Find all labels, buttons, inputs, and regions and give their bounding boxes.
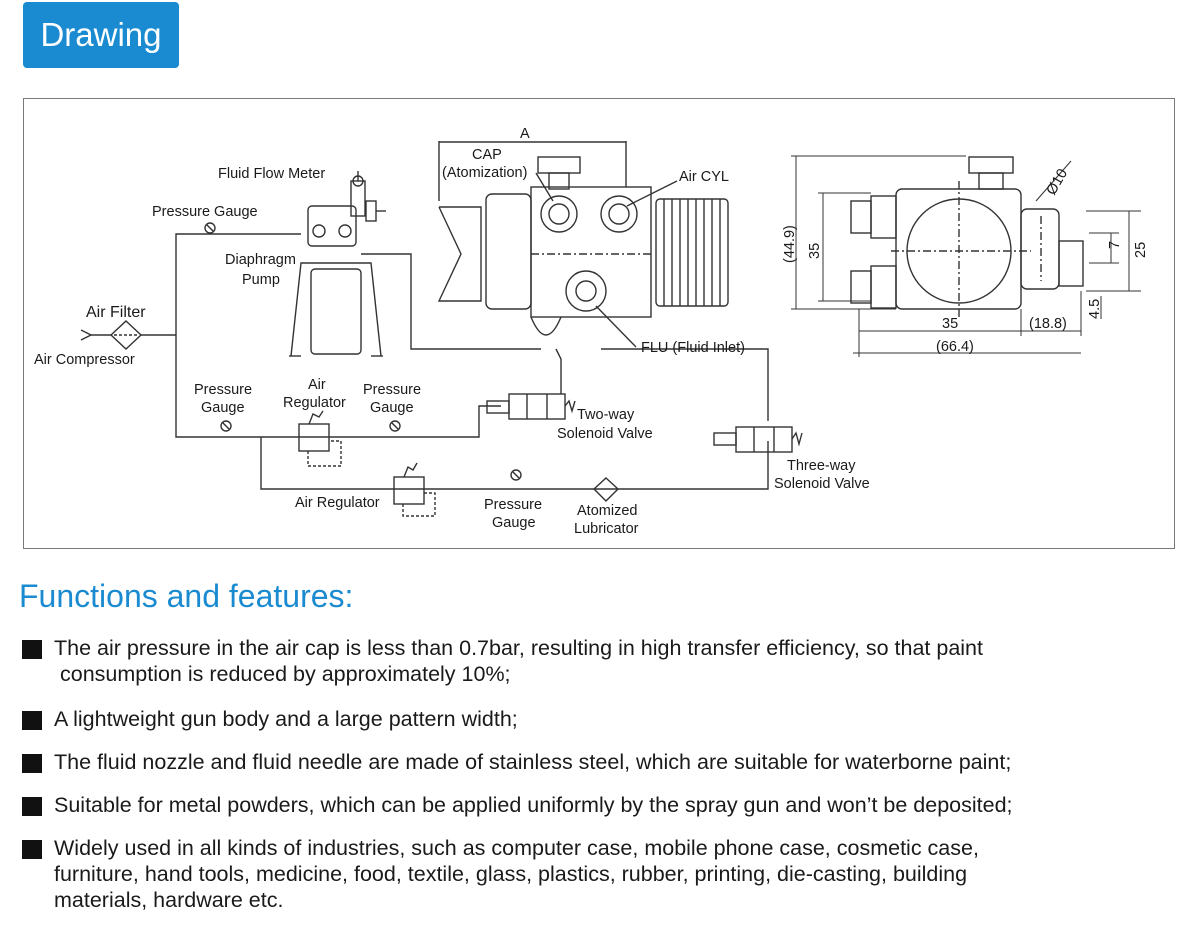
feature-item: Suitable for metal powders, which can be…: [22, 792, 1182, 818]
dim-66-4: (66.4): [936, 339, 974, 355]
pressure-gauge-top-symbol: [204, 222, 216, 234]
label-pressure-gauge-top: Pressure Gauge: [152, 204, 258, 220]
label-diaphragm: Diaphragm: [225, 252, 296, 268]
air-regulator-2-symbol: [393, 476, 425, 505]
dim-35-vertical: 35: [807, 243, 823, 259]
dim-25: 25: [1133, 242, 1149, 258]
label-gauge-2: Gauge: [370, 400, 414, 416]
label-three-way: Three-way: [787, 458, 856, 474]
square-bullet-icon: [22, 840, 42, 859]
label-air-filter: Air Filter: [86, 304, 146, 321]
air-line-branch-1: [260, 437, 769, 490]
label-pressure-1: Pressure: [194, 382, 252, 398]
lubricator-symbol: [592, 477, 620, 502]
square-bullet-icon: [22, 754, 42, 773]
label-two-way: Two-way: [577, 407, 635, 423]
label-atomized: Atomized: [577, 503, 637, 519]
pressure-gauge-1-symbol: [220, 420, 232, 432]
feature-text: The air pressure in the air cap is less …: [54, 636, 983, 686]
air-filter-symbol: [109, 320, 143, 350]
dim-a: A: [520, 126, 530, 142]
dim-44-9: (44.9): [782, 225, 798, 263]
feature-item: The fluid nozzle and fluid needle are ma…: [22, 749, 1182, 775]
label-solenoid-valve-2: Solenoid Valve: [774, 476, 870, 492]
compressor-arrow: [80, 329, 93, 341]
label-regulator: Regulator: [283, 395, 346, 411]
technical-drawing: Fluid Flow Meter Pressure Gauge Diaphrag…: [23, 98, 1175, 549]
label-air-cyl: Air CYL: [679, 169, 729, 185]
label-pressure-2: Pressure: [363, 382, 421, 398]
two-way-valve-symbol: [508, 393, 566, 420]
label-air-regulator-bottom: Air Regulator: [295, 495, 380, 511]
air-line-lower: [175, 335, 501, 438]
label-pressure-3: Pressure: [484, 497, 542, 513]
dim-4-5: 4.5: [1087, 299, 1103, 319]
label-gauge-3: Gauge: [492, 515, 536, 531]
label-fluid-flow-meter: Fluid Flow Meter: [218, 166, 325, 182]
square-bullet-icon: [22, 640, 42, 659]
square-bullet-icon: [22, 797, 42, 816]
diaphragm-pump-symbol: [289, 171, 386, 357]
features-title: Functions and features:: [19, 578, 354, 614]
label-air: Air: [308, 377, 326, 393]
label-lubricator: Lubricator: [574, 521, 639, 537]
pressure-gauge-3-symbol: [510, 469, 522, 481]
square-bullet-icon: [22, 711, 42, 730]
feature-item: The air pressure in the air cap is less …: [22, 635, 1182, 687]
feature-item: A lightweight gun body and a large patte…: [22, 706, 1182, 732]
dim-18-8: (18.8): [1029, 316, 1067, 332]
feature-text: Widely used in all kinds of industries, …: [54, 836, 979, 912]
features-list: The air pressure in the air cap is less …: [22, 635, 1182, 913]
three-way-valve-symbol: [735, 426, 793, 453]
feature-text: A lightweight gun body and a large patte…: [54, 707, 518, 731]
dimension-lines: [791, 155, 1141, 357]
feature-text: Suitable for metal powders, which can be…: [54, 793, 1013, 817]
air-line-valve: [555, 348, 562, 394]
label-cap: CAP: [472, 147, 502, 163]
air-line-pump-feed: [361, 253, 541, 350]
feature-text: The fluid nozzle and fluid needle are ma…: [54, 750, 1012, 774]
air-regulator-1-symbol: [298, 423, 330, 452]
label-flu: FLU (Fluid Inlet): [641, 340, 745, 356]
label-atomization: (Atomization): [442, 165, 527, 181]
dim-7: 7: [1107, 241, 1123, 249]
feature-item: Widely used in all kinds of industries, …: [22, 835, 1182, 913]
spray-gun-front-view: [850, 156, 1084, 319]
label-air-compressor: Air Compressor: [34, 352, 135, 368]
label-solenoid-valve-1: Solenoid Valve: [557, 426, 653, 442]
pressure-gauge-2-symbol: [389, 420, 401, 432]
dim-diameter-10: Ø10: [1044, 166, 1072, 198]
dim-35-horizontal: 35: [942, 316, 958, 332]
air-line-three-way: [601, 348, 769, 421]
drawing-tab[interactable]: Drawing: [23, 2, 179, 68]
label-pump: Pump: [242, 272, 280, 288]
spray-gun-side-view: [437, 141, 729, 336]
label-gauge-1: Gauge: [201, 400, 245, 416]
air-line-main: [175, 233, 266, 335]
drawing-svg: Fluid Flow Meter Pressure Gauge Diaphrag…: [34, 126, 1149, 537]
